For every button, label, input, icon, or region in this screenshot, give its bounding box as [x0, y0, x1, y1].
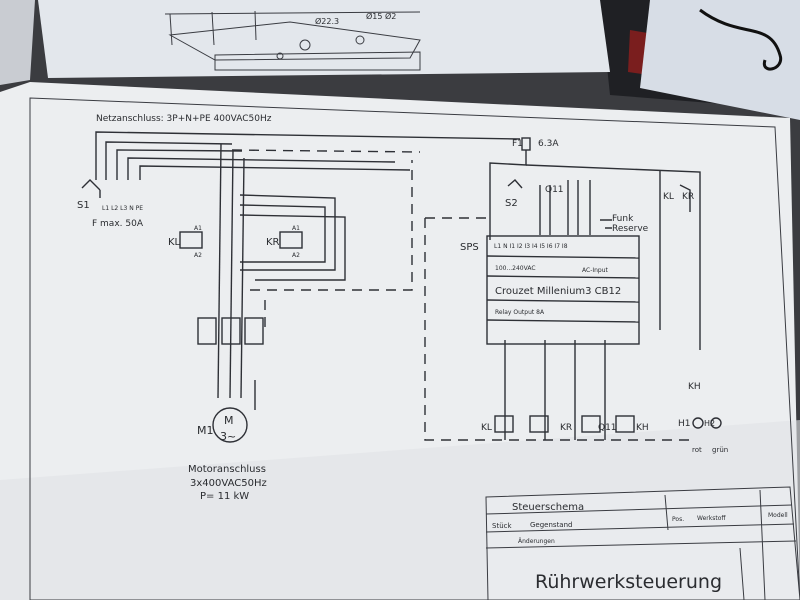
kh-label: KH — [688, 382, 701, 392]
dim-d2: Ø2 — [385, 11, 396, 21]
fmax-label: F max. 50A — [92, 219, 144, 229]
row-aenderungen: Änderungen — [518, 538, 555, 545]
power-circuit: Netzanschluss: 3P+N+PE 400VAC50Hz S1 L1 … — [77, 114, 521, 502]
left-edge-object — [0, 0, 35, 85]
coil-kr: KR — [560, 423, 572, 433]
coil-kl: KL — [481, 423, 492, 433]
motor-m: M — [224, 414, 234, 427]
title-block: Steuerschema Stück Gegenstand Pos. Werks… — [485, 486, 800, 600]
kl-a1: A1 — [194, 225, 202, 232]
kl-contact-label: KL — [663, 192, 674, 202]
motor-caption-3: P= 11 kW — [200, 491, 249, 502]
motor-id: M1 — [197, 424, 214, 437]
paper-stack-right — [640, 0, 800, 120]
q11-label: Q11 — [545, 185, 564, 195]
h2-label: H2 — [704, 419, 715, 428]
plc-module — [486, 235, 640, 345]
h1-label: H1 — [678, 419, 691, 429]
plc-voltage: 100...240VAC — [495, 265, 536, 272]
terminal-labels: L1 L2 L3 N PE — [102, 205, 143, 212]
control-circuit: F1 6.3A S2 Q11 Funk Reserve SPS KL KR L1… — [424, 137, 728, 454]
kr-contactor: KR — [266, 237, 280, 248]
fuse-value: 6.3A — [538, 139, 559, 149]
top-sheet-drawing: Ø22.3 Ø15 Ø2 — [164, 10, 421, 71]
kr-a2: A2 — [292, 252, 300, 259]
coil-kh: KH — [636, 423, 649, 433]
plc-name: Crouzet Millenium3 CB12 — [495, 286, 621, 297]
row-pos: Pos. — [672, 516, 684, 523]
sps-label: SPS — [460, 242, 479, 253]
black-cable — [699, 8, 783, 71]
motor-caption-1: Motoranschluss — [188, 464, 266, 475]
lamp-red-label: rot — [692, 446, 702, 454]
coil-q11: Q11 — [598, 423, 617, 433]
top-sheet — [38, 0, 610, 78]
kl-contactor: KL — [168, 237, 181, 248]
row-gegenstand: Gegenstand — [530, 521, 572, 529]
motor-caption-2: 3x400VAC50Hz — [190, 478, 267, 489]
reserve-label: Reserve — [612, 224, 649, 234]
kr-contact-label: KR — [682, 192, 694, 202]
supply-label: Netzanschluss: 3P+N+PE 400VAC50Hz — [96, 114, 272, 124]
kl-a2: A2 — [194, 252, 202, 259]
row-modell: Modell — [768, 512, 788, 519]
plc-relay: Relay Output 8A — [495, 309, 545, 316]
lamp-green-label: grün — [712, 446, 728, 454]
dim-d22: Ø22.3 — [315, 16, 339, 26]
dim-d15: Ø15 — [366, 11, 382, 21]
s1-label: S1 — [77, 200, 90, 211]
plc-inputs: L1 N I1 I2 I3 I4 I5 I6 I7 I8 — [494, 243, 568, 250]
title-block-header: Steuerschema — [512, 502, 584, 513]
drawing-title: Rührwerksteuerung — [535, 571, 722, 593]
kr-a1: A1 — [292, 225, 300, 232]
row-stueck: Stück — [492, 522, 512, 530]
plc-input: AC-Input — [582, 267, 609, 274]
s2-label: S2 — [505, 198, 518, 209]
row-werkstoff: Werkstoff — [697, 515, 726, 522]
funk-label: Funk — [612, 214, 634, 224]
motor-phase: 3~ — [220, 430, 236, 443]
fuse-label: F1 — [512, 139, 523, 149]
